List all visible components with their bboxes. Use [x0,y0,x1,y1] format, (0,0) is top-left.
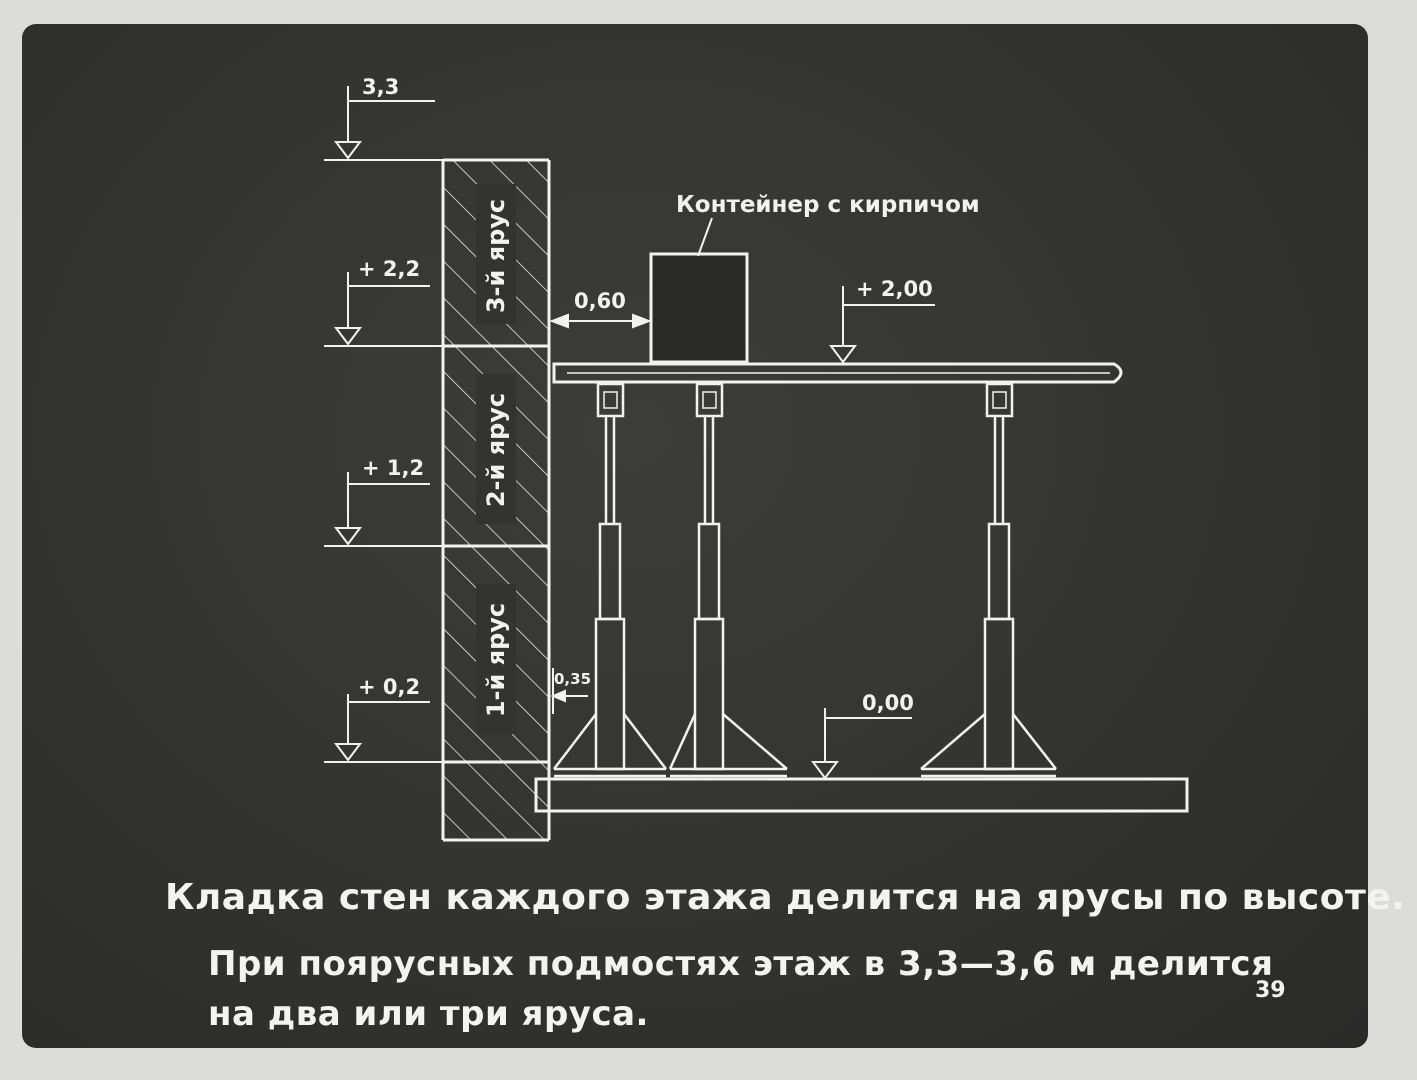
caption-main: Кладка стен каждого этажа делится на яру… [165,877,1406,918]
level-mark-tier3: + 2,2 [334,257,430,346]
level-mark-tier3-text: + 2,2 [358,257,420,281]
page-number: 39 [1255,978,1286,1003]
telescopic-support-2 [668,382,788,778]
scaffold-deck [552,362,1123,384]
dimension-0-60-text: 0,60 [574,289,626,313]
dimension-0-60 [549,313,652,329]
level-lines [324,159,443,763]
level-mark-floor: 3,3 [334,75,435,160]
tier-label-1: 1-й ярус [482,603,510,717]
brick-container [649,252,749,364]
level-mark-tier1-text: + 0,2 [358,675,420,699]
level-mark-platform: + 2,00 [829,277,935,364]
telescopic-support-3 [920,382,1057,778]
level-mark-platform-text: + 2,00 [856,277,933,301]
ground-slab [534,777,1189,813]
scaffold-diagram: 3-й ярус 2-й ярус 1-й ярус 3,3 + 2,2 [324,75,1189,842]
container-leader-line [697,217,713,257]
caption-sub-line-1: При поярусных подмостях этаж в 3,3—3,6 м… [208,944,1274,984]
level-mark-ground-text: 0,00 [862,691,914,715]
tier-label-3: 3-й ярус [482,199,510,313]
level-mark-tier2-text: + 1,2 [362,456,424,480]
level-mark-floor-text: 3,3 [362,75,399,99]
caption-sub-line-2: на два или три яруса. [208,994,649,1034]
dimension-0-35-text: 0,35 [554,670,591,688]
telescopic-support-1 [553,382,667,778]
level-mark-ground: 0,00 [811,691,914,780]
level-mark-tier2: + 1,2 [334,456,430,546]
slide: 3-й ярус 2-й ярус 1-й ярус 3,3 + 2,2 [22,24,1405,1048]
container-label: Контейнер с кирпичом [676,192,980,218]
dimension-0-35 [550,668,588,714]
brick-wall [441,158,551,842]
tier-label-2: 2-й ярус [482,393,510,507]
level-mark-tier1: + 0,2 [334,675,430,762]
